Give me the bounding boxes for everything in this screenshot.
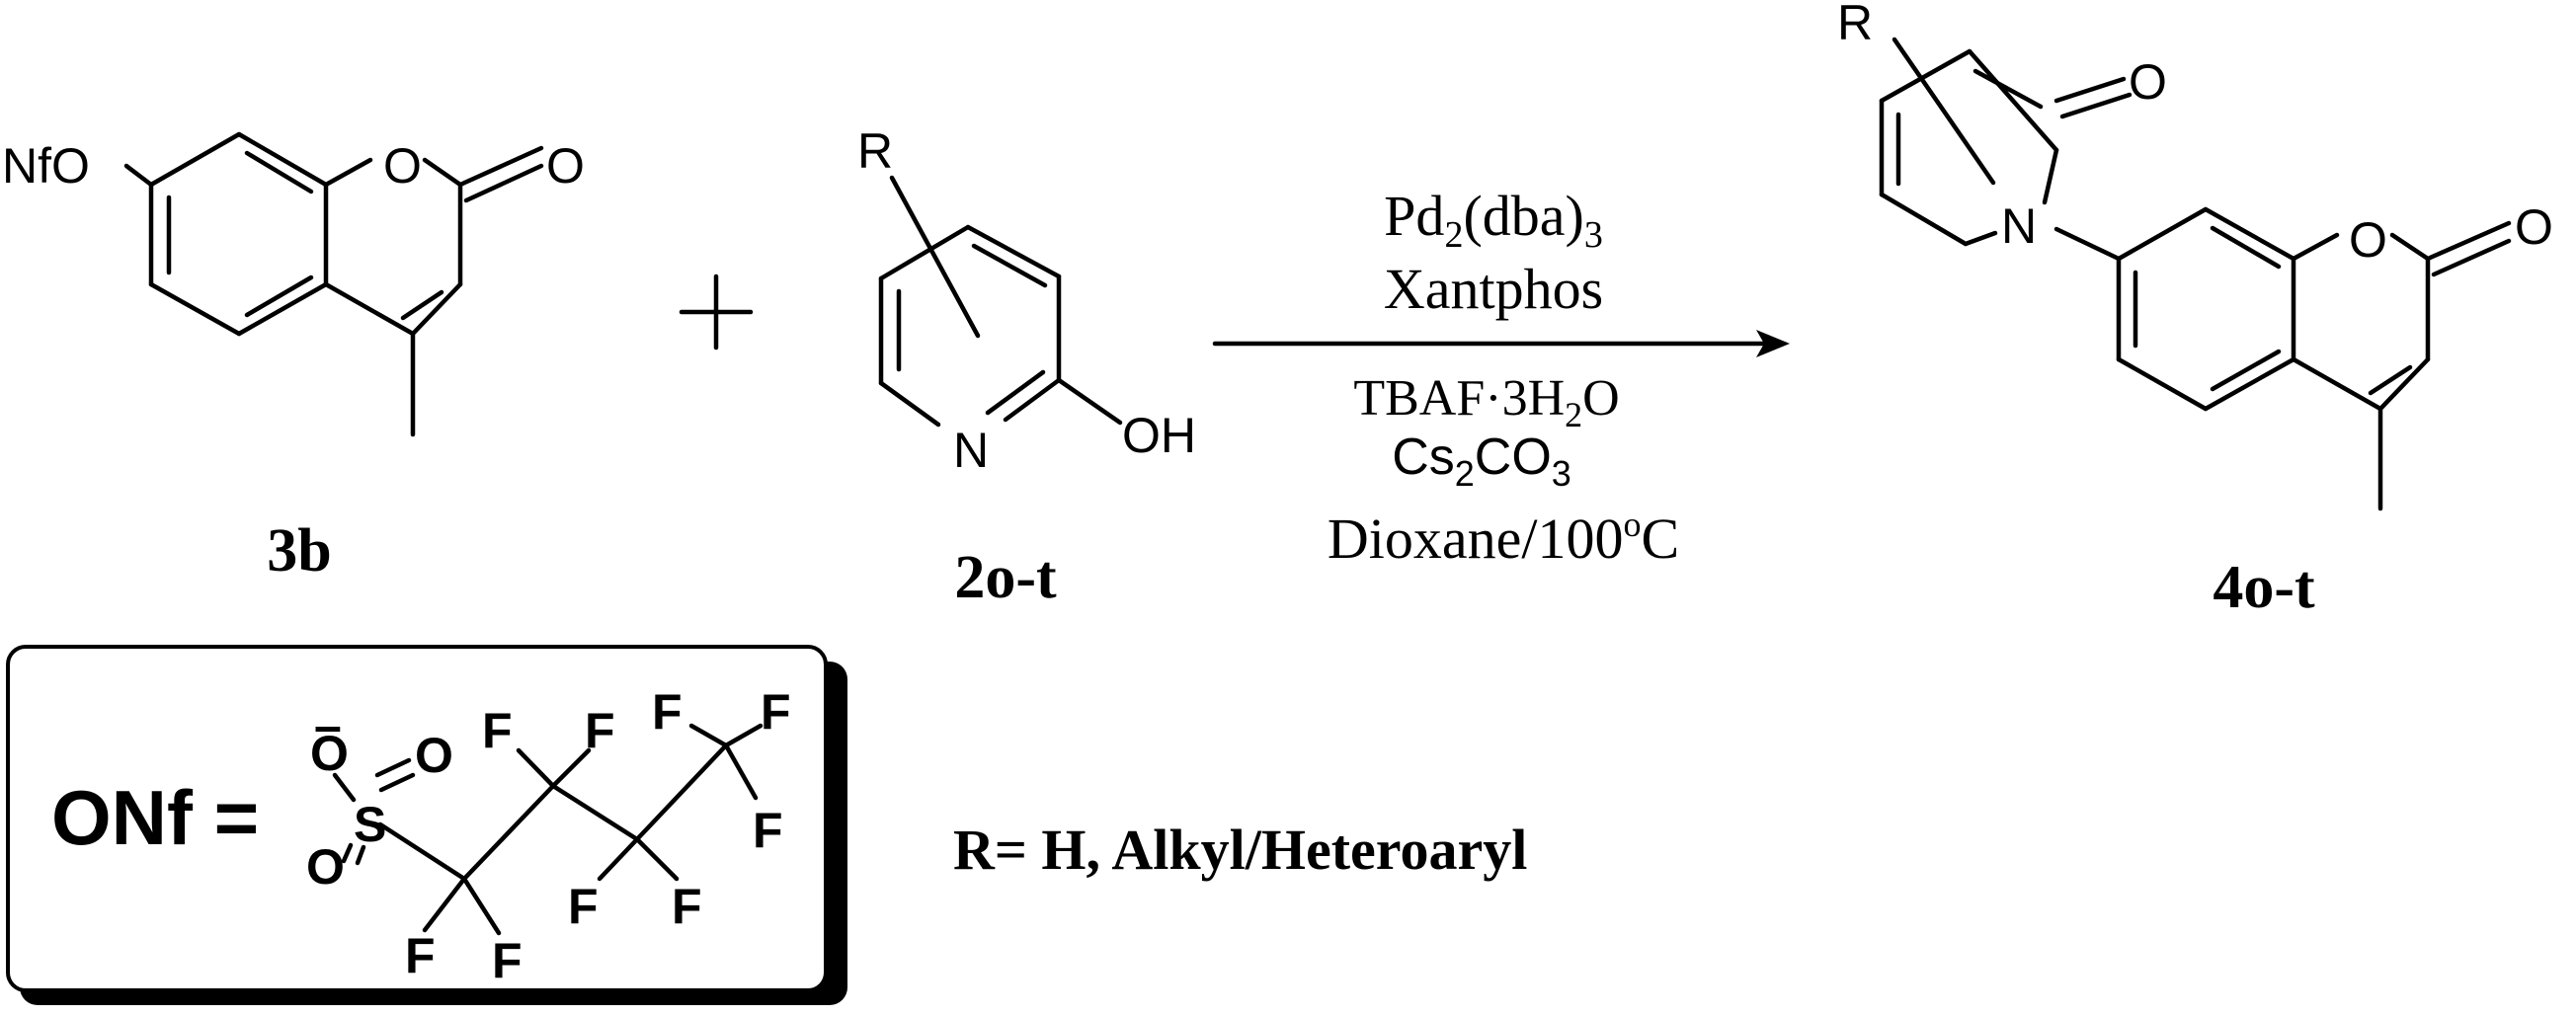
catalyst-label: Pd2(dba)3 — [1384, 184, 1603, 256]
product-ring-oxygen-label: O — [2349, 212, 2387, 268]
nfo-group-label: NfO — [2, 138, 90, 194]
fluorine-label: F — [761, 684, 791, 740]
onf-equals-label: ONf = — [51, 774, 259, 861]
fluorine-label: F — [405, 928, 436, 983]
compound-4o-t-structure — [1879, 37, 2512, 511]
fluorine-label: F — [672, 879, 702, 934]
r-group-label: R — [857, 123, 893, 179]
fluorine-label: F — [652, 684, 683, 740]
ring-oxygen-label: O — [383, 138, 422, 194]
compound-2o-t-structure — [878, 175, 1123, 428]
compound-3b-structure — [123, 131, 544, 437]
sulfonate-anion-oxygen-label: O — [310, 726, 349, 781]
product-nitrogen-label: N — [2001, 198, 2037, 254]
compound-label-4o-t: 4o-t — [2213, 554, 2315, 621]
hydroxyl-label: OH — [1122, 408, 1196, 463]
pyridone-oxygen-label: O — [2129, 54, 2167, 110]
product-carbonyl-oxygen-label: O — [2515, 199, 2553, 255]
onf-definition-box — [6, 645, 847, 1005]
fluorine-label: F — [753, 803, 783, 858]
carbonyl-oxygen-label: O — [546, 138, 585, 194]
pyridine-nitrogen-label: N — [953, 423, 989, 478]
r-substituent-note: R= H, Alkyl/Heteroaryl — [953, 818, 1527, 882]
nonaflate-structure — [332, 723, 764, 936]
sulfur-label: S — [354, 797, 386, 852]
sulfonyl-oxygen-top-label: O — [415, 728, 453, 783]
reaction-arrow — [1212, 330, 1790, 357]
compound-label-3b: 3b — [267, 517, 331, 585]
compound-label-2o-t: 2o-t — [954, 544, 1057, 611]
sulfonyl-oxygen-bottom-label: O — [306, 839, 345, 895]
fluorine-label: F — [482, 703, 513, 758]
ligand-label: Xantphos — [1384, 257, 1603, 321]
additive-label: TBAF·3H2O — [1353, 370, 1619, 434]
plus-sign — [679, 274, 754, 351]
fluorine-label: F — [568, 879, 599, 934]
fluorine-label: F — [585, 703, 615, 758]
oxygen-charge-label: – — [314, 698, 342, 753]
solvent-temperature-label: Dioxane/100oC — [1328, 505, 1679, 571]
base-label: Cs2CO3 — [1392, 429, 1571, 494]
fluorine-label: F — [492, 933, 523, 988]
product-r-group-label: R — [1837, 0, 1873, 50]
